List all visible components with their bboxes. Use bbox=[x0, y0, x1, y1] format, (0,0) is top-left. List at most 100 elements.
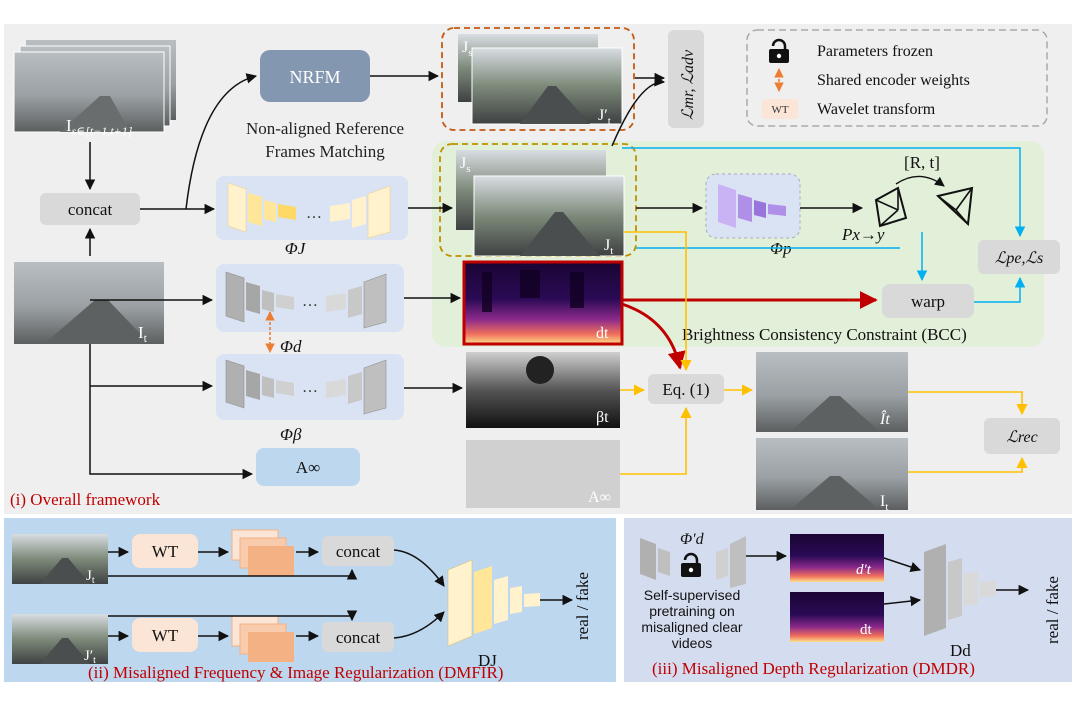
a-inf-map-label: A∞ bbox=[588, 489, 611, 506]
bl-jt-label: Jt bbox=[86, 568, 95, 586]
nrfm-label: NRFM bbox=[289, 67, 340, 87]
depth-map-dt-prime-image bbox=[790, 534, 884, 582]
input-ref-label: Is∈[t−1,t+1] bbox=[66, 116, 133, 138]
beta-map-image bbox=[466, 352, 620, 428]
loss-mr-adv-box bbox=[668, 30, 704, 128]
camera-frustum-icon-right bbox=[935, 186, 974, 227]
bl-concat-box-2 bbox=[322, 622, 394, 652]
bcc-label: Brightness Consistency Constraint (BCC) bbox=[682, 325, 967, 344]
pretrain-text-3: misaligned clear bbox=[641, 619, 742, 635]
js-label-top: Js bbox=[462, 39, 473, 59]
depth-map-dt-bottom-image bbox=[790, 592, 884, 642]
bl-concat-label-2: concat bbox=[336, 628, 381, 647]
dt-prime-label: d′t bbox=[856, 562, 872, 578]
bl-jt-prime-image bbox=[12, 614, 108, 664]
bl-connector-arrows bbox=[108, 546, 574, 642]
section-i-title: (i) Overall framework bbox=[10, 490, 161, 509]
phi-j-label: ΦJ bbox=[285, 239, 307, 258]
loss-pe-s-box bbox=[978, 240, 1060, 274]
jt-prime-label: J′t bbox=[598, 107, 611, 127]
phi-d-prime-network-icon bbox=[640, 536, 746, 588]
legend-frozen: Parameters frozen bbox=[817, 43, 933, 60]
jt-label: Jt bbox=[604, 237, 613, 257]
it2-label: It bbox=[880, 493, 888, 513]
nrfm-box bbox=[260, 50, 370, 102]
camera-frustum-icon-left bbox=[874, 186, 908, 228]
bl-jt-image bbox=[12, 534, 108, 584]
pretrain-text-1: Self-supervised bbox=[644, 587, 741, 603]
nrfm-caption-line-2: Frames Matching bbox=[265, 142, 385, 161]
bl-wt-label-2: WT bbox=[152, 626, 179, 645]
eq1-label: Eq. (1) bbox=[662, 380, 709, 399]
bl-jt-prime-label: J′t bbox=[84, 648, 96, 666]
pretrain-text-4: videos bbox=[672, 635, 712, 651]
lock-icon bbox=[769, 38, 789, 63]
yellow-connector-arrows bbox=[620, 231, 1028, 475]
loss-rec-label: ℒrec bbox=[1006, 429, 1037, 446]
pxy-label: Px→y bbox=[841, 225, 885, 244]
legend-wt-badge: WT bbox=[771, 104, 788, 116]
bl-wt-label-1: WT bbox=[152, 542, 179, 561]
concat-label: concat bbox=[68, 200, 113, 219]
loss-rec-box bbox=[984, 418, 1060, 454]
phi-p-network-icon bbox=[718, 184, 786, 228]
dd-discriminator-icon bbox=[924, 544, 996, 636]
pretrain-text-2: pretraining on bbox=[649, 603, 735, 619]
bl-wavelet-subbands-1 bbox=[231, 529, 294, 576]
input-it-label: It bbox=[138, 323, 148, 345]
br-real-fake-label: real / fake bbox=[1043, 576, 1062, 644]
eq1-box bbox=[648, 374, 724, 404]
bl-wt-box-1 bbox=[132, 534, 198, 568]
frozen-lock-icon bbox=[681, 552, 701, 577]
br-connector-arrows bbox=[746, 550, 1030, 607]
concat-box bbox=[40, 193, 140, 225]
nrfm-caption-line-1: Non-aligned Reference bbox=[246, 119, 404, 138]
dt-bottom-label: dt bbox=[860, 622, 873, 638]
svg-text:…: … bbox=[302, 379, 318, 396]
loss-pe-s-label: ℒpe,ℒs bbox=[995, 250, 1043, 267]
dd-label: Dd bbox=[950, 641, 971, 660]
dt-label: dt bbox=[596, 325, 609, 342]
section-ii-title: (ii) Misaligned Frequency & Image Regula… bbox=[88, 663, 503, 682]
phi-beta-module-background bbox=[216, 354, 404, 420]
phi-j-network-icon: … bbox=[227, 182, 391, 239]
bl-concat-label-1: concat bbox=[336, 542, 381, 561]
phi-beta-network-icon: … bbox=[225, 359, 387, 415]
it-hat-label: Ît bbox=[879, 409, 890, 428]
legend-wavelet: Wavelet transform bbox=[817, 101, 936, 118]
svg-text:…: … bbox=[302, 293, 318, 310]
bl-concat-box-1 bbox=[322, 536, 394, 566]
section-iii-title: (iii) Misaligned Depth Regularization (D… bbox=[652, 659, 975, 678]
a-inf-label: A∞ bbox=[296, 458, 320, 477]
legend-shared: Shared encoder weights bbox=[817, 72, 970, 89]
a-inf-box bbox=[256, 448, 360, 486]
loss-mr-adv-label: ℒmr, ℒadv bbox=[680, 49, 697, 120]
red-connector-arrows bbox=[621, 291, 878, 370]
svg-text:…: … bbox=[306, 205, 322, 222]
reconstructed-image bbox=[756, 352, 908, 432]
pose-curved-arrow bbox=[895, 175, 945, 187]
matched-frames-images bbox=[458, 34, 623, 125]
target-foggy-image bbox=[756, 438, 908, 510]
phi-d-network-icon: … bbox=[225, 271, 387, 329]
warp-label: warp bbox=[911, 292, 945, 311]
legend: Parameters frozen Shared encoder weights… bbox=[746, 29, 1048, 127]
a-inf-map-image bbox=[466, 440, 620, 508]
js-jt-images bbox=[456, 150, 625, 257]
pose-label: [R, t] bbox=[904, 153, 940, 172]
matched-frames-dashed-group bbox=[441, 27, 635, 131]
beta-t-label: βt bbox=[596, 409, 609, 426]
blue-connector-arrows bbox=[622, 147, 1026, 303]
phi-d-label: Φd bbox=[280, 337, 302, 356]
warp-box bbox=[882, 284, 974, 318]
phi-beta-label: Φβ bbox=[280, 425, 302, 444]
bl-real-fake-label: real / fake bbox=[573, 572, 592, 640]
dj-discriminator-icon bbox=[447, 559, 540, 647]
phi-d-prime-label: Φ′d bbox=[680, 531, 705, 548]
black-connector-arrows bbox=[84, 70, 864, 480]
wt-badge-icon bbox=[762, 99, 798, 119]
dj-label: DJ bbox=[478, 651, 497, 670]
bl-wavelet-subbands-2 bbox=[231, 615, 294, 662]
depth-map-dt-image bbox=[462, 260, 624, 346]
